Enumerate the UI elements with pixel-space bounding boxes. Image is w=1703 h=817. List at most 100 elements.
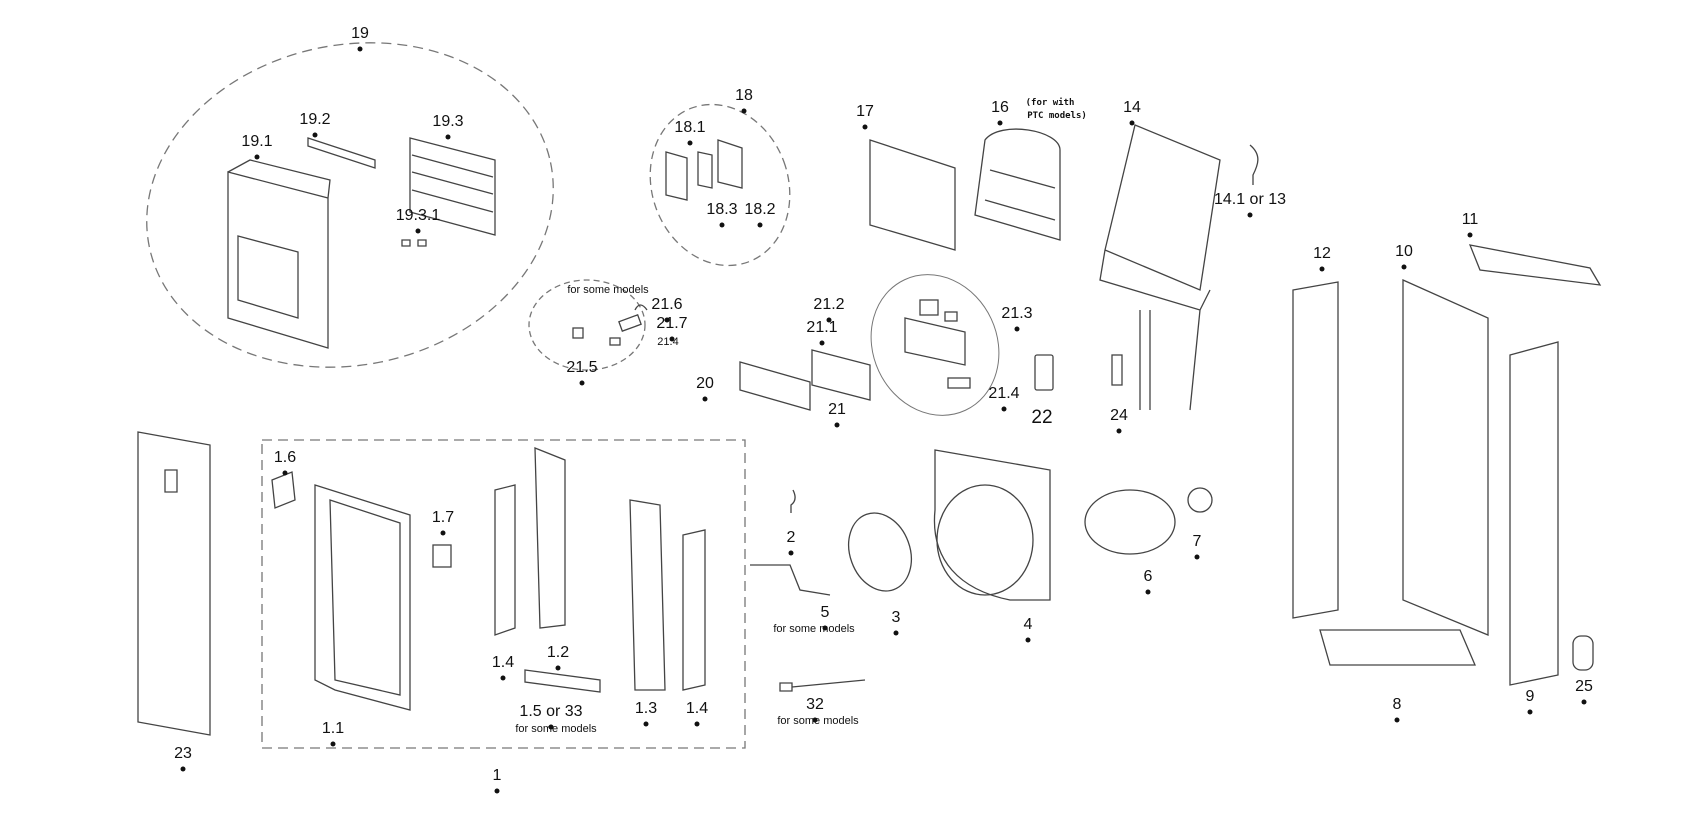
part-7: [1187, 487, 1213, 513]
group-19-outline: [146, 42, 554, 368]
leader-dot: [312, 132, 318, 138]
part-label: 21.2: [813, 296, 845, 313]
part-21-6: [634, 304, 648, 311]
leader-dot: [834, 422, 840, 428]
part-25: [1572, 635, 1594, 671]
part-label: 21: [828, 401, 846, 418]
leader-dot: [664, 317, 670, 323]
part-19-3-1: [401, 239, 427, 247]
part-label: 1.3: [634, 700, 658, 717]
leader-dot: [1129, 120, 1135, 126]
part-label: 17: [856, 103, 874, 120]
part-label: 6: [1143, 568, 1153, 585]
part-label: 1.6: [273, 449, 297, 466]
part-24: [1111, 354, 1123, 386]
part-1-1: [314, 484, 411, 711]
part-11: [1468, 244, 1602, 286]
part-label: 14: [1123, 99, 1141, 116]
part-label: 21.6: [651, 296, 683, 313]
leader-dot: [1394, 717, 1400, 723]
leader-dot: [1401, 264, 1407, 270]
part-label: for some models: [515, 723, 597, 735]
part-label: 4: [1023, 616, 1033, 633]
part-18-1: [665, 151, 688, 201]
part-label: 9: [1525, 688, 1535, 705]
part-3: [848, 512, 912, 592]
part-1-6: [271, 471, 296, 509]
part-label: for some models: [777, 715, 859, 727]
leader-dot: [788, 550, 794, 556]
leader-dot: [893, 630, 899, 636]
part-19-2: [307, 137, 376, 169]
part-label: 1: [492, 767, 502, 784]
group-1-outline: [261, 439, 746, 749]
leader-dot: [997, 120, 1003, 126]
part-16: [974, 128, 1061, 241]
part-label: 8: [1392, 696, 1402, 713]
leader-dot: [826, 317, 832, 323]
leader-dot: [180, 766, 186, 772]
leader-dot: [862, 124, 868, 130]
leader-dot: [494, 788, 500, 794]
part-label: 2: [786, 529, 796, 546]
part-20: [739, 361, 811, 411]
part-label: 18.3: [706, 201, 738, 218]
part-label: 24: [1110, 407, 1128, 424]
part-label: 1.4: [491, 654, 515, 671]
leader-dot: [1247, 212, 1253, 218]
leader-dot: [669, 336, 675, 342]
part-label: 11: [1461, 211, 1479, 228]
part-label: 32: [806, 696, 824, 713]
leader-dot: [643, 721, 649, 727]
part-label: 1.5 or 33: [519, 703, 583, 720]
part-19-3: [409, 137, 496, 236]
part-label: 25: [1575, 678, 1593, 695]
leader-dot: [1001, 406, 1007, 412]
leader-dot: [1527, 709, 1533, 715]
part-label: 21.1: [806, 319, 838, 336]
part-label: 12: [1313, 245, 1331, 262]
leader-dot: [1194, 554, 1200, 560]
part-label: 5: [820, 604, 830, 621]
part-label: 21.4: [657, 336, 679, 348]
part-label: 19: [351, 25, 369, 42]
part-21-4: [947, 377, 971, 389]
part-label: 21.3: [1001, 305, 1033, 322]
part-label: 19.1: [241, 133, 273, 150]
part-label: 3: [891, 609, 901, 626]
part-label: 19.3.1: [395, 207, 441, 224]
group-21-small-outline: [528, 279, 646, 371]
part-label: 1.2: [546, 644, 570, 661]
leader-dot: [1025, 637, 1031, 643]
part-21-1: [904, 317, 966, 366]
leader-dot: [822, 625, 828, 631]
part-label: 22: [1031, 407, 1053, 428]
leader-dot: [1467, 232, 1473, 238]
part-1-5: [524, 669, 601, 693]
part-9: [1509, 341, 1559, 686]
leader-dot: [1581, 699, 1587, 705]
group-21-outline: [870, 274, 1000, 416]
part-14-1: [1249, 144, 1259, 185]
leader-dot: [445, 134, 451, 140]
part-label: for some models: [567, 284, 649, 296]
part-10: [1402, 278, 1489, 636]
part-label: 23: [174, 745, 192, 762]
leader-dot: [254, 154, 260, 160]
leader-dot: [440, 530, 446, 536]
part-12: [1292, 281, 1339, 619]
part-19-1: [227, 159, 331, 349]
leader-dot: [757, 222, 763, 228]
leader-dot: [579, 380, 585, 386]
part-18-2: [717, 139, 743, 189]
part-8: [1319, 629, 1476, 666]
part-21-7: [618, 314, 642, 332]
leader-dot: [819, 340, 825, 346]
part-14: [1099, 124, 1221, 411]
part-label: 14.1 or 13: [1213, 191, 1287, 208]
part-21-4-small: [609, 337, 621, 346]
leader-dot: [694, 721, 700, 727]
part-label: 1.1: [321, 720, 345, 737]
